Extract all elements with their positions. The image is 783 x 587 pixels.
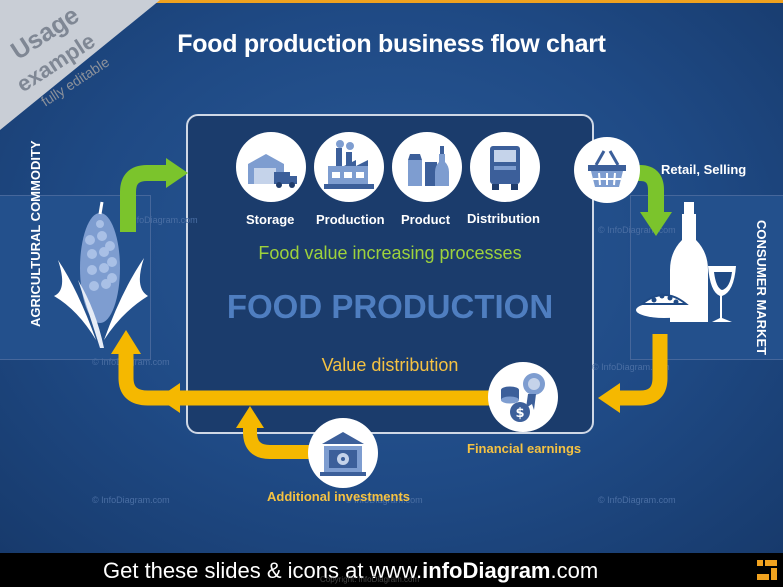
page-title: Food production business flow chart <box>177 30 606 58</box>
distribution-circle <box>470 132 540 202</box>
retail-label: Retail, Selling <box>661 162 747 177</box>
storage-circle <box>236 132 306 202</box>
shopping-basket-icon <box>588 150 626 187</box>
production-circle <box>314 132 384 202</box>
coins-award-icon: $ <box>501 373 545 422</box>
product-circle <box>392 132 462 202</box>
warehouse-truck-icon <box>248 154 297 188</box>
corn-icon <box>54 201 148 348</box>
agricultural-commodity-label: AGRICULTURAL COMMODITY <box>28 140 43 327</box>
truck-icon <box>490 146 520 190</box>
footer-copyright: Copyright: infoDiagram.com <box>320 575 420 584</box>
food-wine-icon <box>636 202 736 322</box>
footer-promo-link[interactable]: Get these slides & icons at www.infoDiag… <box>103 558 599 583</box>
consumer-market-label: CONSUMER MARKET <box>754 220 769 356</box>
bottles-icon <box>408 146 449 186</box>
step-label-distribution: Distribution <box>467 211 540 226</box>
watermark: © InfoDiagram.com <box>92 495 170 505</box>
step-label-production: Production <box>316 212 385 227</box>
footer-bar <box>0 553 783 587</box>
step-label-storage: Storage <box>246 212 295 227</box>
watermark: © InfoDiagram.com <box>120 215 198 225</box>
bank-safe-icon <box>320 432 366 476</box>
watermark: © InfoDiagram.com <box>598 225 676 235</box>
retail-circle <box>574 137 640 203</box>
watermark: © InfoDiagram.com <box>592 362 670 372</box>
financial-earnings-label: Financial earnings <box>467 441 582 456</box>
svg-text:$: $ <box>515 406 524 421</box>
food-value-subtitle: Food value increasing processes <box>258 243 522 263</box>
investments-label: Additional investments <box>267 489 411 504</box>
top-accent-bar <box>0 0 783 3</box>
usage-example-ribbon: Usage example fully editable <box>0 0 160 130</box>
food-production-heading: FOOD PRODUCTION <box>226 288 554 325</box>
financial-earnings-circle: $ <box>488 362 558 432</box>
value-distribution-label: Value distribution <box>321 355 459 375</box>
watermark: © InfoDiagram.com <box>598 495 676 505</box>
infodiagram-logo-icon <box>757 560 777 580</box>
step-label-product: Product <box>401 212 451 227</box>
watermark: © InfoDiagram.com <box>345 495 423 505</box>
factory-icon <box>324 140 374 189</box>
investments-circle <box>308 418 378 488</box>
